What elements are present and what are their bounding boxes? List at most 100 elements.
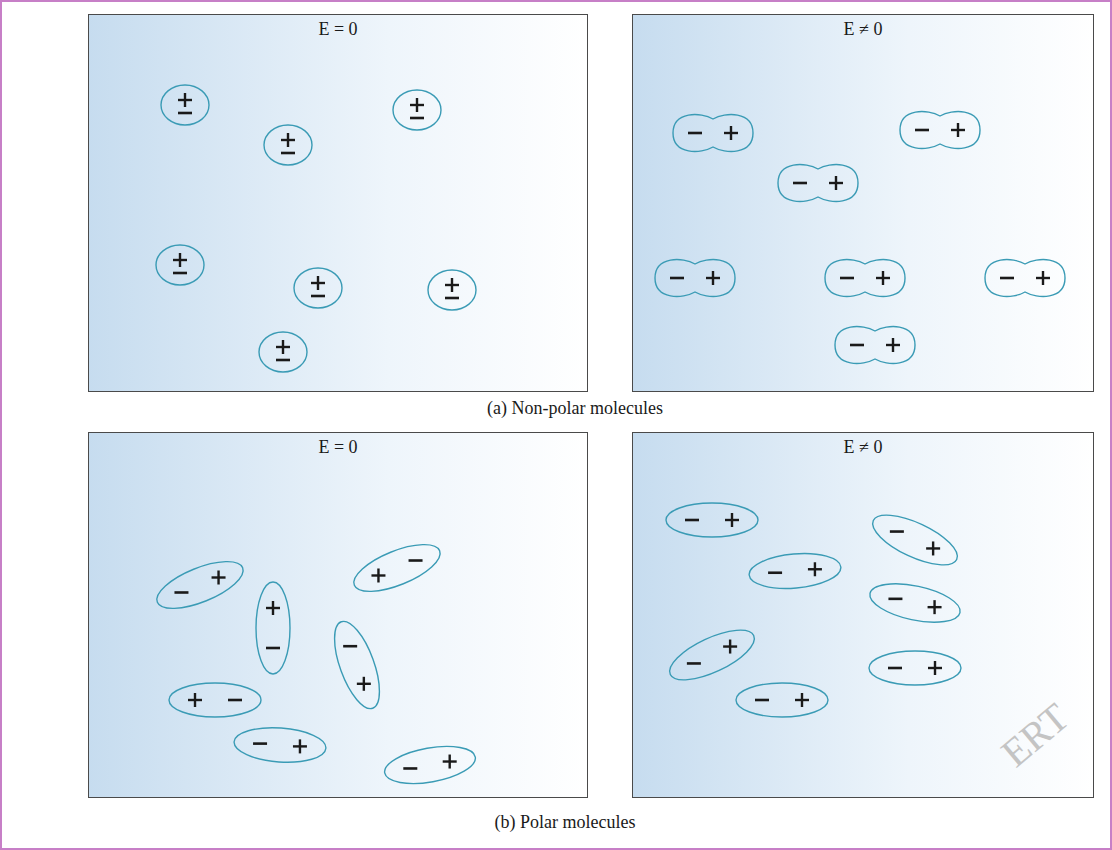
nonpolar-molecule	[161, 85, 209, 125]
plus-sign	[184, 93, 186, 107]
polar-molecule	[748, 550, 843, 592]
minus-sign	[410, 117, 424, 120]
minus-sign	[685, 519, 699, 522]
field-label: E = 0	[318, 437, 357, 458]
plus-sign	[731, 513, 733, 527]
minus-sign	[403, 767, 417, 770]
plus-sign	[299, 739, 301, 753]
molecule-outline	[825, 260, 905, 297]
induced-dipole	[985, 260, 1065, 297]
molecule-outline	[156, 245, 204, 285]
plus-sign	[801, 693, 803, 707]
molecule-outline	[748, 550, 843, 592]
polar-molecule	[348, 535, 446, 601]
plus-sign	[272, 601, 274, 615]
nonpolar-molecule	[156, 245, 204, 285]
molecule-outline	[835, 327, 915, 364]
polar-molecule	[382, 740, 479, 789]
minus-sign	[174, 591, 188, 594]
field-label: E ≠ 0	[844, 19, 883, 40]
figure-caption: (a) Non-polar molecules	[487, 398, 663, 419]
minus-sign	[755, 699, 769, 702]
polar-molecule	[866, 505, 964, 575]
plus-sign	[814, 562, 816, 576]
induced-dipole	[673, 115, 753, 152]
minus-sign	[768, 571, 782, 574]
polar-molecule	[866, 577, 963, 629]
minus-sign	[840, 277, 854, 280]
molecule-outline	[985, 260, 1065, 297]
minus-sign	[253, 742, 267, 745]
molecule-outline	[161, 85, 209, 125]
minus-sign	[311, 295, 325, 298]
molecule-outline	[325, 616, 388, 714]
molecule-outline	[900, 112, 980, 149]
minus-sign	[178, 112, 192, 115]
polar-molecule	[169, 683, 261, 717]
field-panel: E = 0	[88, 432, 588, 798]
plus-sign	[835, 176, 837, 190]
molecule-outline	[169, 683, 261, 717]
molecule-outline	[393, 90, 441, 130]
plus-sign	[194, 693, 196, 707]
molecule-outline	[264, 125, 312, 165]
minus-sign	[409, 559, 423, 562]
plus-sign	[882, 271, 884, 285]
plus-sign	[317, 276, 319, 290]
minus-sign	[276, 359, 290, 362]
nonpolar-molecule	[259, 332, 307, 372]
minus-sign	[343, 645, 357, 648]
molecule-outline	[151, 552, 249, 618]
minus-sign	[670, 277, 684, 280]
molecule-outline	[256, 582, 290, 674]
nonpolar-molecule	[393, 90, 441, 130]
molecule-outline	[233, 725, 327, 765]
molecule-outline	[382, 740, 479, 789]
plus-sign	[730, 126, 732, 140]
figure-caption: (b) Polar molecules	[495, 812, 636, 833]
molecule-outline	[294, 268, 342, 308]
polar-molecule	[663, 620, 761, 690]
molecule-outline	[673, 115, 753, 152]
minus-sign	[173, 272, 187, 275]
molecule-outline	[866, 577, 963, 629]
minus-sign	[445, 297, 459, 300]
nonpolar-molecule	[294, 268, 342, 308]
minus-sign	[281, 152, 295, 155]
minus-sign	[890, 530, 904, 533]
field-panel: E = 0	[88, 14, 588, 392]
plus-sign	[1042, 271, 1044, 285]
polar-molecule	[666, 503, 758, 537]
nonpolar-molecule	[428, 270, 476, 310]
plus-sign	[934, 661, 936, 675]
minus-sign	[888, 598, 902, 601]
field-label: E = 0	[318, 19, 357, 40]
molecule-outline	[348, 535, 446, 601]
plus-sign	[416, 98, 418, 112]
molecule-outline	[666, 503, 758, 537]
molecule-outline	[869, 651, 961, 685]
minus-sign	[687, 662, 701, 665]
induced-dipole	[825, 260, 905, 297]
polar-molecule	[256, 582, 290, 674]
field-panel: E ≠ 0	[632, 14, 1094, 392]
minus-sign	[266, 647, 280, 650]
polar-molecule	[736, 683, 828, 717]
polar-molecule	[233, 725, 327, 765]
polar-molecule	[325, 616, 388, 714]
panel-ground	[88, 14, 588, 392]
plus-sign	[448, 755, 450, 769]
plus-sign	[179, 253, 181, 267]
plus-sign	[287, 133, 289, 147]
molecule-outline	[663, 620, 761, 690]
induced-dipole	[835, 327, 915, 364]
minus-sign	[915, 129, 929, 132]
molecule-outline	[655, 260, 735, 297]
molecule-outline	[736, 683, 828, 717]
molecule-outline	[778, 165, 858, 202]
molecule-outline	[428, 270, 476, 310]
plus-sign	[377, 568, 379, 582]
